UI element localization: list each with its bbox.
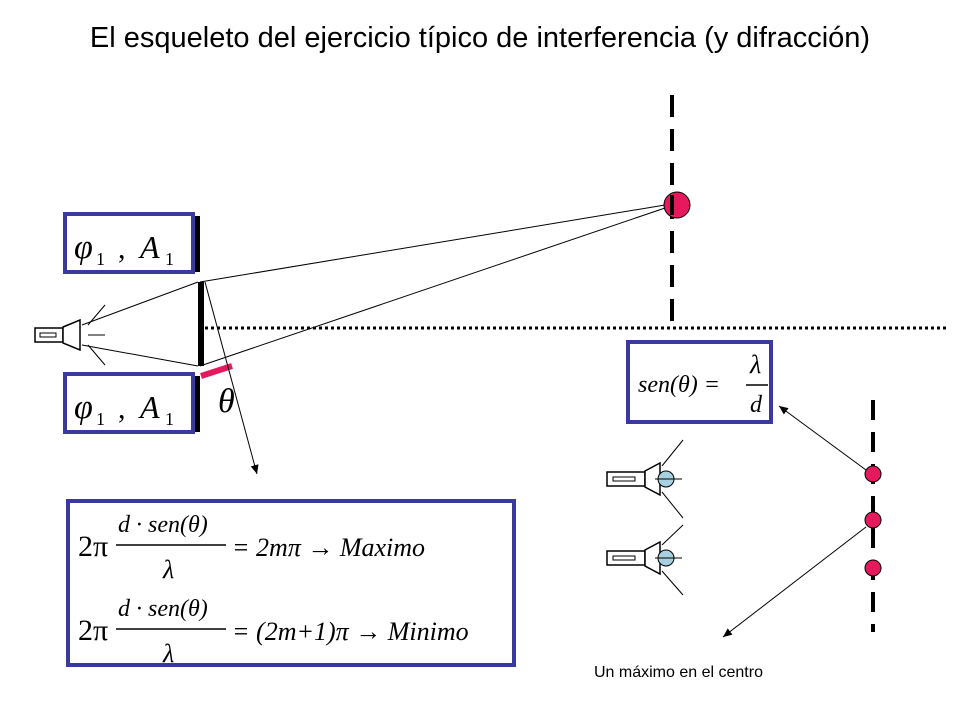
- svg-text:= (2m+1)π → Minimo: = (2m+1)π → Minimo: [232, 617, 469, 646]
- svg-text:d · sen(θ): d · sen(θ): [118, 512, 208, 538]
- flashlight-icon: [606, 524, 684, 596]
- page-title: El esqueleto del ejercicio típico de int…: [89, 22, 871, 54]
- phi-symbol: φ: [74, 389, 93, 426]
- svg-text:1: 1: [96, 249, 105, 269]
- slit-top-label-box: φ 1 , A 1: [63, 212, 195, 274]
- svg-text:λ: λ: [162, 555, 174, 584]
- ray-source-bottom: [81, 344, 199, 367]
- svg-text:,: ,: [118, 392, 126, 425]
- ray-slit-bottom-screen: [199, 206, 669, 367]
- svg-text:1: 1: [165, 249, 174, 269]
- svg-text:2π: 2π: [78, 530, 108, 563]
- theta-label: θ: [218, 383, 235, 420]
- sine-formula-box: sen(θ) = λ d: [626, 340, 773, 424]
- screen-dot: [864, 511, 882, 529]
- ray-slit-top-screen: [199, 204, 666, 283]
- double-slit-barrier: [195, 216, 204, 432]
- screen-dot: [864, 465, 882, 483]
- svg-text:d · sen(θ): d · sen(θ): [118, 596, 208, 622]
- arrow-down-left: [722, 526, 867, 638]
- svg-text:2π: 2π: [78, 614, 108, 647]
- svg-text:1: 1: [165, 409, 174, 429]
- flashlight-icon: [606, 439, 684, 519]
- phi-symbol: φ: [74, 229, 93, 266]
- svg-text:λ: λ: [749, 350, 761, 379]
- svg-text:= 2mπ → Maximo: = 2mπ → Maximo: [232, 533, 425, 562]
- svg-text:A: A: [138, 229, 160, 265]
- screen-dot: [864, 559, 882, 577]
- slit-bottom-label-box: φ 1 , A 1: [63, 372, 195, 434]
- ray-source-top: [81, 281, 199, 326]
- svg-text:λ: λ: [162, 639, 174, 668]
- svg-text:A: A: [138, 389, 160, 425]
- arrow-to-sine-box: [778, 405, 867, 471]
- screen-point-dot: [663, 191, 691, 219]
- svg-text:,: ,: [118, 232, 126, 265]
- caption-center-maximum: Un máximo en el centro: [594, 664, 763, 681]
- svg-text:d: d: [750, 392, 763, 418]
- svg-text:1: 1: [96, 409, 105, 429]
- svg-text:sen(θ) =: sen(θ) =: [638, 372, 720, 398]
- arrow-to-formula: [204, 281, 259, 475]
- flashlight-icon: [34, 304, 106, 366]
- interference-formula-box: 2π d · sen(θ) λ = 2mπ → Maximo 2π d · se…: [66, 499, 516, 668]
- path-difference-marker: [200, 363, 233, 379]
